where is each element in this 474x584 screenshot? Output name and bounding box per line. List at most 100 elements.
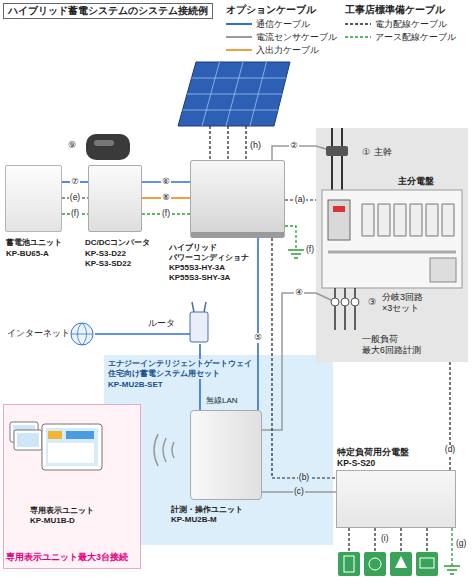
display-icon [42, 424, 102, 470]
legend-line [226, 49, 252, 51]
callout-number: ③ [368, 297, 376, 308]
option-device [86, 134, 130, 160]
earth-cable [285, 226, 296, 250]
node-text: 蓄電池ユニット [6, 238, 62, 248]
legend-line [345, 36, 371, 37]
node-text: 主分電盤 [398, 176, 434, 187]
sub-panel: 特定負荷用分電盤KP-S-S20 [336, 470, 456, 528]
node-text: 専用表示ユニット [30, 506, 94, 516]
panel-fill [316, 128, 468, 362]
callout-label: ④ [294, 288, 304, 297]
legend-heading: 工事店標準備ケーブル [345, 4, 445, 17]
ground-symbol [288, 250, 304, 258]
branch-sensor [331, 298, 339, 306]
legend-line [345, 23, 371, 24]
earth-cable [451, 528, 452, 566]
node-text: 計測・操作ユニット [171, 505, 243, 515]
callout-letter: (f) [306, 244, 314, 255]
legend-line [226, 36, 252, 38]
part-label: 主幹 [374, 147, 392, 158]
callout-label: ⑦ [70, 177, 80, 186]
node-text: KP-MU1B-D [30, 516, 75, 526]
legend-heading: オプションケーブル [226, 4, 316, 17]
load-icon [416, 552, 438, 576]
display-region: 専用表示ユニット最大3台接続 専用表示ユニットKP-MU1B-D [3, 404, 140, 568]
internet-node: インターネット [5, 320, 95, 348]
bus-bar [328, 251, 456, 254]
outlet-symbol [369, 558, 381, 570]
callout-label: (e) [69, 193, 81, 202]
node-text: KP-S3-D22 [85, 249, 126, 259]
legend-text: 入出力ケーブル [256, 45, 319, 56]
breaker-board [322, 190, 462, 288]
fridge-symbol [344, 556, 354, 572]
main-breaker [328, 200, 350, 240]
globe-icon [71, 323, 93, 345]
solar-grid [183, 62, 287, 126]
display-icon [14, 430, 42, 450]
current-sensor [326, 146, 348, 156]
callout-letter: (g) [456, 538, 466, 549]
callout-label: (f) [161, 209, 171, 218]
cable-connector [262, 293, 316, 430]
load-icon [364, 552, 386, 576]
legend-line [226, 23, 252, 25]
display-unit: 専用表示ユニットKP-MU1B-D [8, 418, 134, 532]
legend-text: アース配線ケーブル [375, 32, 456, 43]
load-icon [390, 552, 412, 576]
callout-label: ⑥ [161, 177, 171, 186]
router-antenna [192, 302, 206, 312]
legend-text: 電力配線ケーブル [375, 19, 447, 30]
option-device-detail [94, 140, 114, 146]
node-text: KP-BU65-A [6, 249, 49, 259]
board-unit [430, 258, 456, 282]
sensor-lead [316, 293, 331, 300]
router-node: ルータ [148, 318, 214, 344]
light-symbol [395, 556, 407, 568]
callout-number: ⑨ [68, 140, 76, 151]
node-text: KP55S3-SHY-3A [169, 273, 230, 283]
branch-breakers [362, 204, 454, 236]
node-text: 専用表示ユニット最大3台接続 [6, 552, 128, 563]
load-icon [338, 552, 360, 576]
power-conditioner: ハイブリッド パワーコンディショナKP55S3-HY-3AKP55S3-SHY-… [190, 160, 285, 238]
screen-detail [66, 431, 94, 439]
wireless-waves [154, 434, 174, 466]
node-text: DC/DCコンバータ [85, 238, 150, 248]
node-text: KP55S3-HY-3A [169, 263, 225, 273]
sensor-lead [316, 146, 326, 149]
battery-unit: 蓄電池ユニットKP-BU65-A [5, 165, 62, 232]
node-text: インターネット [7, 328, 70, 339]
cable-connector [95, 333, 148, 335]
callout-label: (a) [294, 195, 306, 204]
callout-label: (d) [444, 445, 456, 454]
node-text: ルータ [148, 318, 175, 329]
branch-sensor [351, 298, 359, 306]
measure-unit: 計測・操作ユニットKP-MU2B-M [190, 410, 262, 500]
callout-label: ② [289, 141, 299, 150]
part-label: 無線LAN [206, 396, 238, 406]
globe-lines [71, 323, 93, 345]
callout-label: ⑧ [161, 193, 171, 202]
node-text: ハイブリッド パワーコンディショナ [169, 243, 253, 263]
main-breaker-lever [333, 206, 345, 212]
dcdc-converter: DC/DCコンバータKP-S3-D22KP-S3-SD22 [88, 165, 142, 232]
main-panel: 主分電盤一般負荷 最大6回路計測 [316, 128, 468, 362]
display-screen [17, 433, 39, 447]
node-text: KP-MU2B-M [171, 515, 217, 525]
router-icon [190, 312, 208, 342]
legend-text: 通信ケーブル [256, 19, 310, 30]
lan-cable [148, 333, 190, 335]
part-label: 分岐3回路 ×3セット [382, 292, 429, 315]
ground-symbol [444, 566, 460, 574]
cable-connector [257, 238, 259, 410]
node-text: エナジーインテリジェントゲートウェイ 住宅向け蓄電システム用セット [108, 359, 254, 379]
solar-panel [178, 62, 290, 126]
node-text: 一般負荷 最大6回路計測 [362, 334, 423, 355]
callout-label: (f) [70, 209, 80, 218]
display-screen [46, 428, 98, 466]
callout-letter: (i) [381, 533, 389, 544]
node-text: 特定負荷用分電盤 [337, 447, 409, 458]
node-text: KP-S-S20 [337, 458, 375, 469]
branch-wire [335, 288, 355, 330]
